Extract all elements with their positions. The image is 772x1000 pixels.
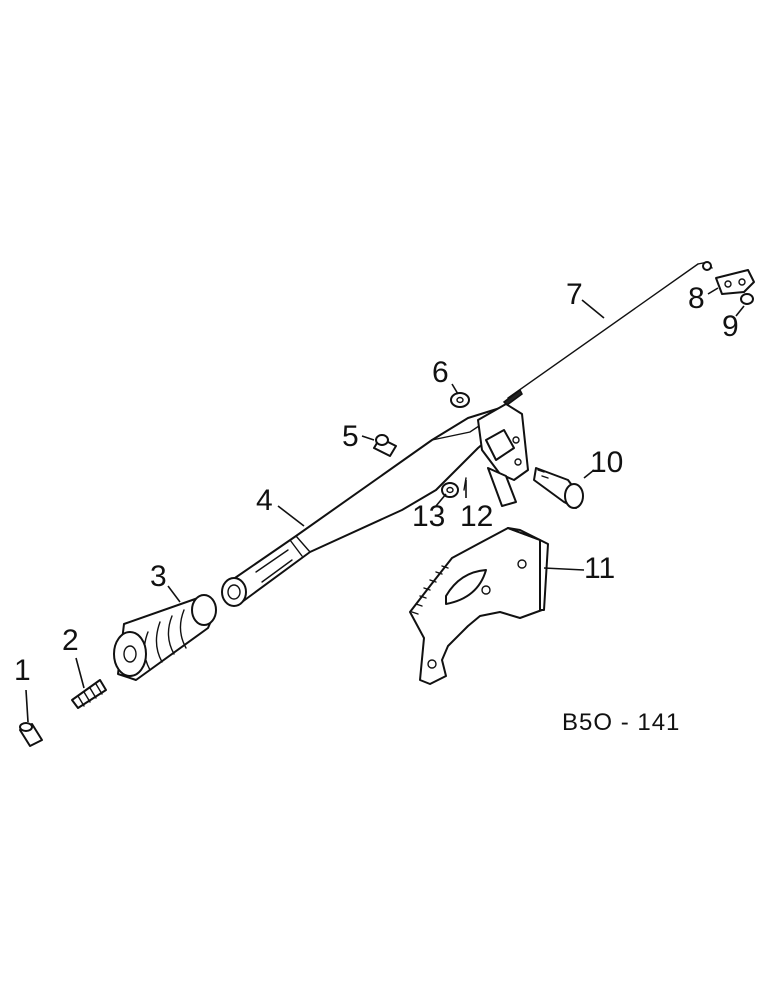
part-11-ratchet-bracket — [409, 527, 549, 685]
leader-lines — [25, 287, 745, 723]
callout-9: 9 — [722, 310, 739, 343]
part-4-lever — [221, 403, 529, 607]
callout-11: 11 — [584, 552, 615, 585]
callout-5: 5 — [342, 420, 359, 453]
callout-1: 1 — [14, 654, 31, 687]
part-8-clip — [702, 261, 755, 295]
part-3-grip — [113, 594, 217, 681]
part-13-washer — [441, 482, 459, 498]
callout-13: 13 — [412, 500, 445, 533]
part-9-washer — [740, 293, 754, 305]
callout-12: 12 — [460, 500, 493, 533]
callout-3: 3 — [150, 560, 167, 593]
reference-code: B5O - 141 — [562, 709, 680, 736]
callout-4: 4 — [256, 484, 273, 517]
callout-2: 2 — [62, 624, 79, 657]
callout-8: 8 — [688, 282, 705, 315]
callout-10: 10 — [590, 446, 623, 479]
part-6-nut — [450, 392, 470, 408]
callout-7: 7 — [566, 278, 583, 311]
part-7-rod — [502, 261, 713, 406]
part-2-spring — [71, 679, 107, 709]
part-1-button — [19, 722, 43, 747]
part-10-pivot-pin — [533, 467, 584, 509]
part-5-bolt — [373, 434, 397, 457]
callout-6: 6 — [432, 356, 449, 389]
